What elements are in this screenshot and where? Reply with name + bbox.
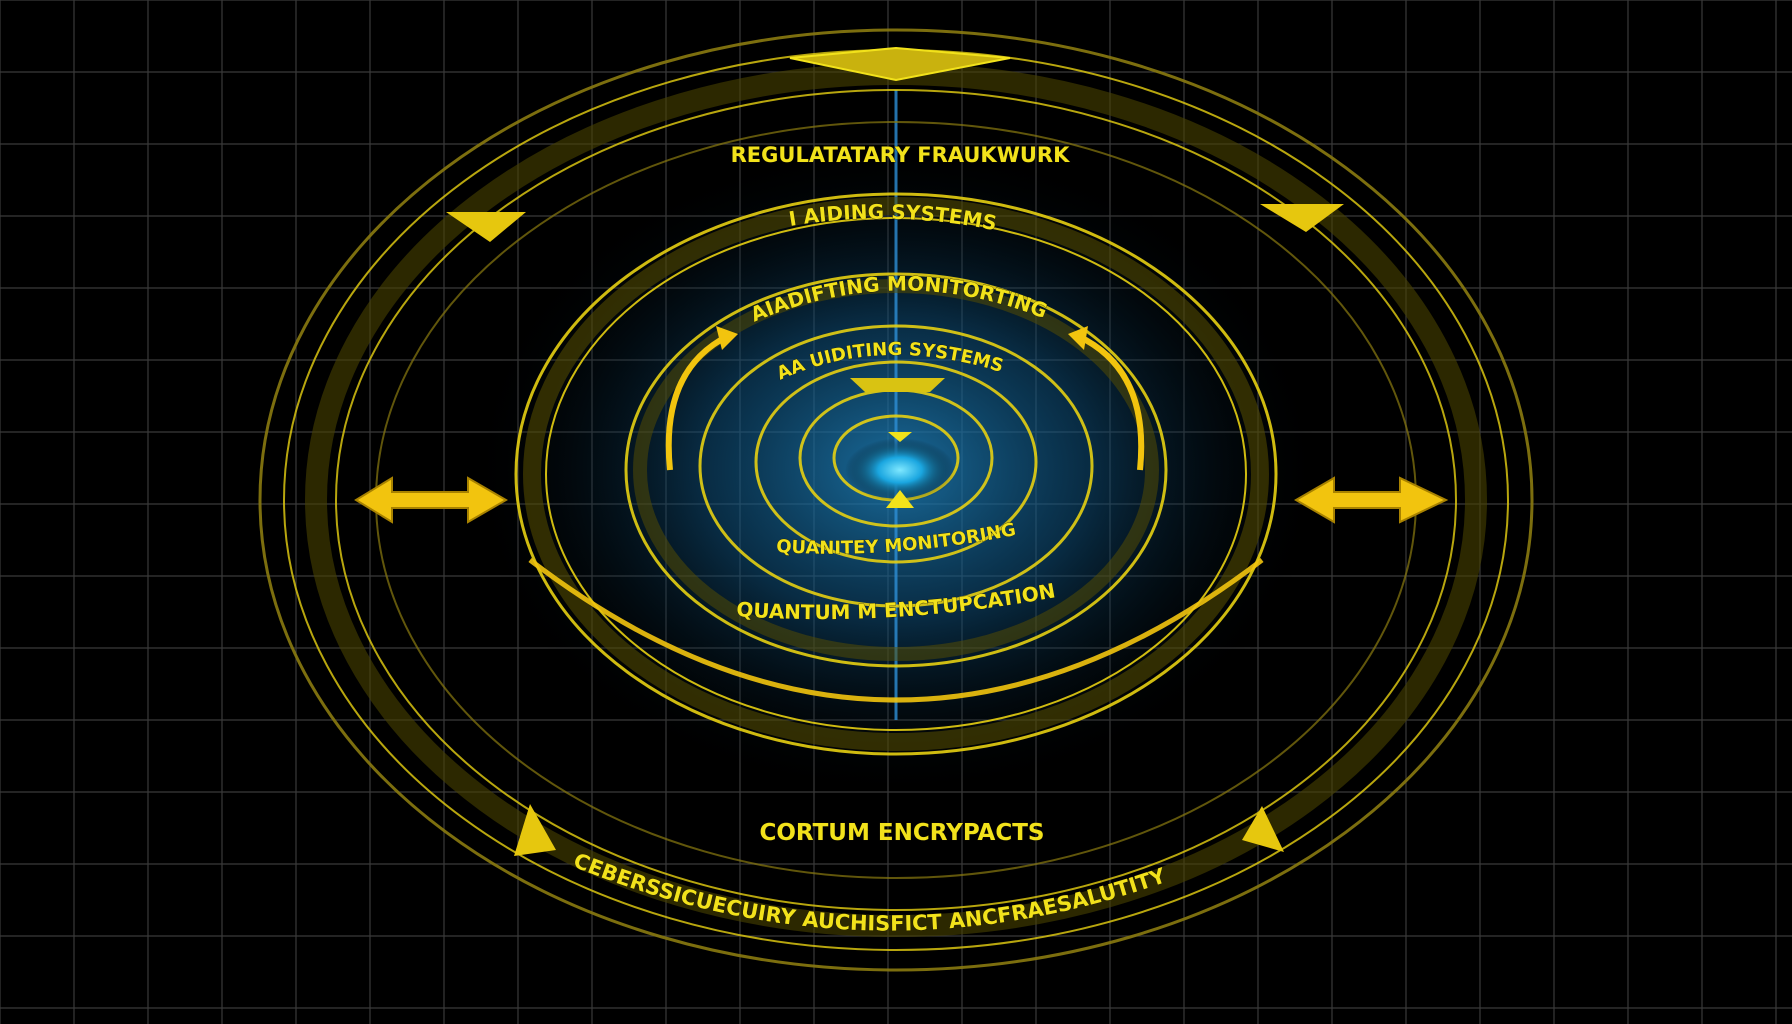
label-cybersecurity: CEBERSSICUECUIRY AUCHISFICT ANCFRAESALUT… (570, 848, 1169, 935)
center-down-triangle-icon (888, 432, 912, 442)
center-plus-marker-icon (850, 378, 945, 392)
inner-ring-highlight-arc (528, 558, 1264, 703)
triangle-arrow-icon-bottom-right (1242, 806, 1284, 852)
triangle-arrow-icon-bottom-left (514, 804, 556, 856)
concentric-ring (633, 279, 1159, 661)
triangle-arrow-icon-top-right (1260, 204, 1344, 232)
concentric-ring (523, 197, 1269, 751)
concentric-ring (754, 360, 1038, 564)
concentric-ring (545, 217, 1247, 731)
curved-arrow-icon-left (665, 333, 730, 471)
curved-arrow-head-left (716, 326, 738, 350)
concentric-ring (514, 192, 1278, 756)
concentric-ring (335, 89, 1457, 911)
label-regulatory-framework: REGULATATARY FRAUKWURK (731, 143, 1070, 167)
ring-group (258, 28, 1534, 972)
label-cortum-encrypacts: CORTUM ENCRYPACTS (760, 820, 1045, 846)
double-arrow-icon-right (1294, 476, 1449, 524)
curved-arrow-head-right (1068, 326, 1088, 350)
concentric-ring (624, 272, 1168, 668)
center-up-triangle-icon (886, 490, 914, 508)
diamond-marker-icon (789, 46, 1011, 82)
concentric-ring (258, 28, 1534, 972)
core-node-icon (845, 438, 955, 502)
curved-arrow-icon-right (1076, 333, 1145, 471)
double-arrow-icon-left (354, 476, 508, 524)
triangle-arrow-icon-top-left (446, 212, 526, 242)
concentric-ring (698, 324, 1094, 608)
